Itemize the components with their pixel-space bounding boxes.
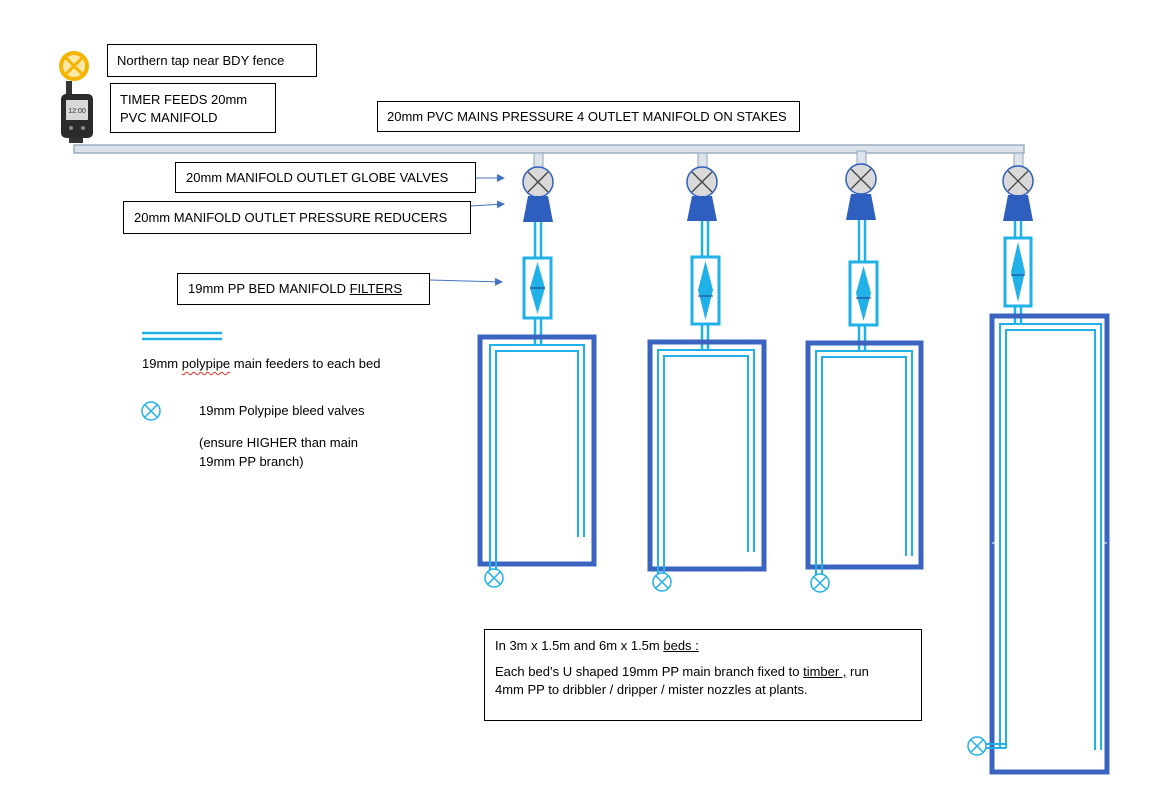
globe-valve-label: 20mm MANIFOLD OUTLET GLOBE VALVES (186, 170, 449, 185)
info-line1-word: beds : (663, 638, 699, 653)
timer-icon: 12:00 (61, 81, 93, 143)
timer-label-line1: TIMER FEEDS 20mm (120, 92, 248, 107)
tap-label: Northern tap near BDY fence (117, 53, 285, 68)
info-line3: 4mm PP to dribbler / dripper / mister no… (495, 682, 808, 697)
legend-feeder-label: 19mm polypipe main feeders to each bed (142, 356, 381, 371)
bed-branch-1 (489, 344, 585, 574)
reducer-label: 20mm MANIFOLD OUTLET PRESSURE REDUCERS (134, 210, 448, 225)
timer-label-line2: PVC MANIFOLD (120, 110, 218, 125)
filter-icon (848, 260, 879, 327)
bed-branch-4 (999, 323, 1102, 750)
pressure-reducer-icon (1003, 195, 1033, 221)
filter-icon (1003, 236, 1033, 308)
garden-bed-1 (477, 334, 597, 567)
bed-branch-2 (657, 349, 755, 578)
filter-label: 19mm PP BED MANIFOLD FILTERS (188, 281, 403, 296)
globe-valve-icon (686, 166, 718, 198)
timer-label-box: TIMER FEEDS 20mm PVC MANIFOLD (110, 83, 276, 133)
garden-bed-2 (647, 339, 767, 572)
legend-note-line1: (ensure HIGHER than main (199, 435, 358, 450)
pressure-reducer-icon (846, 194, 876, 220)
bed-branch-3 (815, 350, 913, 576)
reducer-arrow (469, 200, 505, 209)
filter-label-box: 19mm PP BED MANIFOLD FILTERS (177, 273, 430, 305)
filter-arrow (429, 277, 503, 286)
pressure-reducer-icon (687, 196, 717, 221)
pvc-manifold (73, 144, 1025, 154)
manifold-label: 20mm PVC MAINS PRESSURE 4 OUTLET MANIFOL… (387, 109, 787, 124)
filter-icon (522, 256, 553, 320)
bleed-valve-icon (141, 401, 161, 421)
outlet-stub (533, 152, 544, 169)
tap-label-box: Northern tap near BDY fence (107, 44, 317, 77)
bleed-valve-icon (652, 572, 672, 592)
legend-note-line2: 19mm PP branch) (199, 454, 304, 469)
filter-icon (690, 255, 721, 326)
manifold-label-box: 20mm PVC MAINS PRESSURE 4 OUTLET MANIFOL… (377, 101, 800, 132)
filter-label-word: FILTERS (349, 281, 403, 296)
info-box: In 3m x 1.5m and 6m x 1.5m beds : Each b… (484, 629, 922, 721)
info-line1: In 3m x 1.5m and 6m x 1.5m beds : (495, 638, 699, 653)
legend-feeder-pipe (142, 331, 222, 341)
timer-display: 12:00 (68, 108, 86, 115)
pressure-reducer-icon (523, 196, 553, 222)
legend-bleed-label: 19mm Polypipe bleed valves (199, 403, 365, 418)
info-line2-word: timber , (803, 664, 847, 679)
globe-valve-icon (1002, 165, 1034, 197)
globe-valve-icon (845, 163, 877, 195)
legend-feeder-word: polypipe (181, 356, 231, 371)
garden-bed-3 (805, 340, 924, 570)
garden-bed-4 (989, 313, 1110, 775)
globe-valve-icon (522, 166, 554, 198)
outlet-stub (697, 152, 708, 169)
info-line2: Each bed’s U shaped 19mm PP main branch … (495, 664, 869, 679)
bleed-valve-icon (484, 568, 504, 588)
bleed-valve-icon (967, 736, 987, 756)
bleed-valve-icon (810, 573, 830, 593)
globe-valve-label-box: 20mm MANIFOLD OUTLET GLOBE VALVES (175, 162, 476, 193)
reducer-label-box: 20mm MANIFOLD OUTLET PRESSURE REDUCERS (123, 201, 471, 234)
tap-icon (59, 51, 89, 81)
